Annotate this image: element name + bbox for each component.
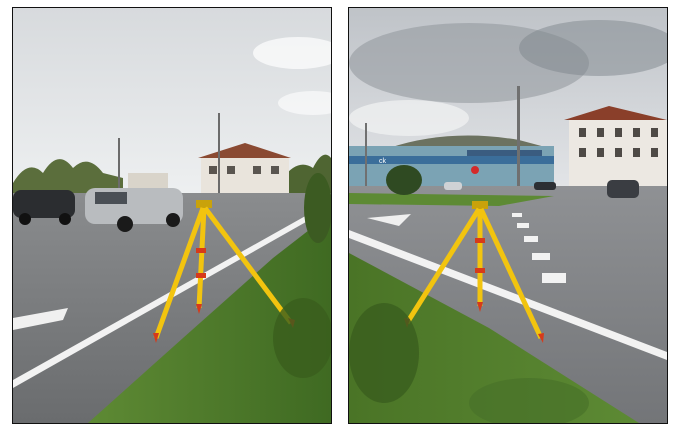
wheel xyxy=(19,213,31,225)
street-light xyxy=(365,123,367,188)
street-light xyxy=(517,86,520,188)
photo-right-scene: ck xyxy=(349,8,667,423)
photo-right: ck xyxy=(348,7,668,424)
shrub xyxy=(469,378,589,423)
house-window xyxy=(253,166,261,174)
shrub xyxy=(349,303,419,403)
cloud xyxy=(253,37,331,69)
wheel xyxy=(59,213,71,225)
shrub xyxy=(304,173,331,243)
car-dark xyxy=(13,190,75,218)
tree-line xyxy=(13,159,123,193)
survey-tripod xyxy=(153,200,295,343)
road-arrow xyxy=(367,214,411,226)
lane-line xyxy=(349,230,667,360)
bush xyxy=(386,165,422,195)
storefront-sign: ck xyxy=(379,158,387,165)
street-light xyxy=(218,113,220,193)
survey-tripod xyxy=(404,201,544,343)
car-dark xyxy=(607,180,639,198)
wheel xyxy=(166,213,180,227)
cloud xyxy=(519,20,667,76)
dashed-markings xyxy=(512,213,566,283)
cloud xyxy=(349,100,469,136)
photo-left-scene xyxy=(13,8,331,423)
house-windows xyxy=(579,128,658,157)
cloud xyxy=(278,91,331,115)
hill xyxy=(389,135,549,148)
house-roof xyxy=(564,106,667,120)
wheel xyxy=(117,216,133,232)
house-window xyxy=(209,166,217,174)
house-roof xyxy=(198,143,291,158)
lane-line xyxy=(13,214,313,388)
red-sign xyxy=(471,166,479,174)
house-window xyxy=(227,166,235,174)
building-sign xyxy=(467,150,542,156)
house-window xyxy=(271,166,279,174)
road-arrow xyxy=(13,308,68,330)
car-window xyxy=(95,192,127,204)
car-small xyxy=(534,182,556,190)
street-light xyxy=(118,138,120,193)
car-small xyxy=(444,182,462,190)
house xyxy=(201,158,289,193)
building-band xyxy=(349,156,554,164)
grass-strip xyxy=(349,193,554,206)
photo-left xyxy=(12,7,332,424)
grass-verge xyxy=(88,213,331,423)
shrub xyxy=(273,298,331,378)
